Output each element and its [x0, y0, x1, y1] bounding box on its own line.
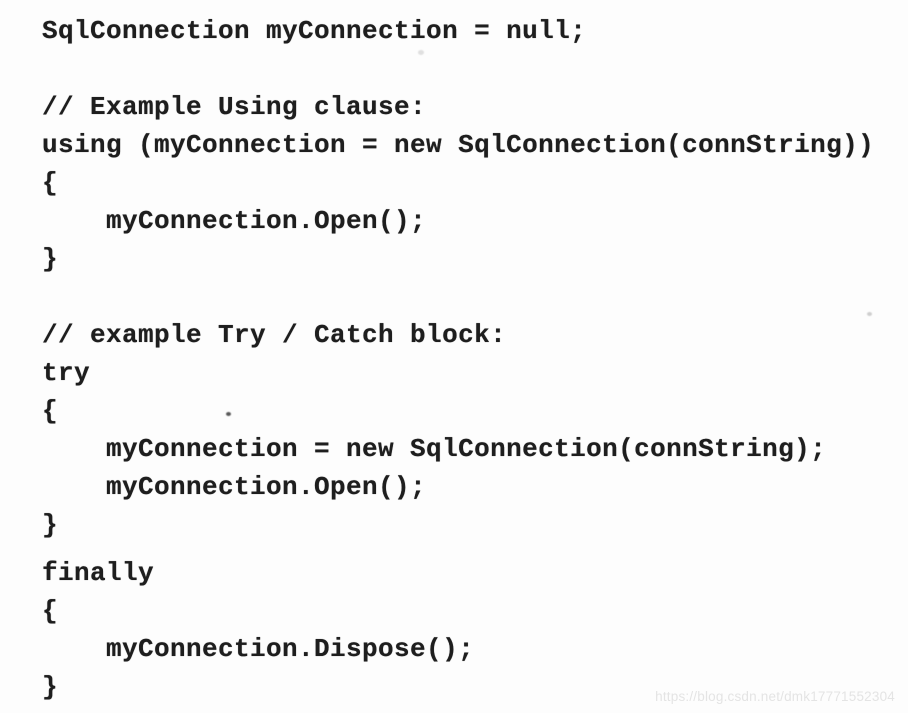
- blank-line: [42, 50, 908, 88]
- code-line: SqlConnection myConnection = null;: [42, 16, 587, 46]
- code-line: try: [42, 358, 91, 388]
- scan-speck: [226, 412, 231, 416]
- code-line: }: [42, 672, 59, 702]
- code-line: // example Try / Catch block:: [42, 320, 507, 350]
- code-line: }: [42, 244, 59, 274]
- scan-speck: [867, 312, 872, 316]
- code-line: // Example Using clause:: [42, 92, 427, 122]
- code-line: }: [42, 510, 59, 540]
- code-line: myConnection = new SqlConnection(connStr…: [42, 434, 827, 464]
- code-line: myConnection.Open();: [42, 206, 427, 236]
- blank-line: [42, 278, 908, 316]
- code-line: {: [42, 396, 59, 426]
- code-line: finally: [42, 558, 155, 588]
- code-line: myConnection.Dispose();: [42, 634, 475, 664]
- scan-speck: [418, 50, 424, 55]
- code-line: {: [42, 168, 59, 198]
- code-snippet: SqlConnection myConnection = null; // Ex…: [42, 12, 908, 706]
- code-line: using (myConnection = new SqlConnection(…: [42, 130, 875, 160]
- code-line: {: [42, 596, 59, 626]
- code-line: myConnection.Open();: [42, 472, 427, 502]
- watermark: https://blog.csdn.net/dmk17771552304: [655, 689, 895, 704]
